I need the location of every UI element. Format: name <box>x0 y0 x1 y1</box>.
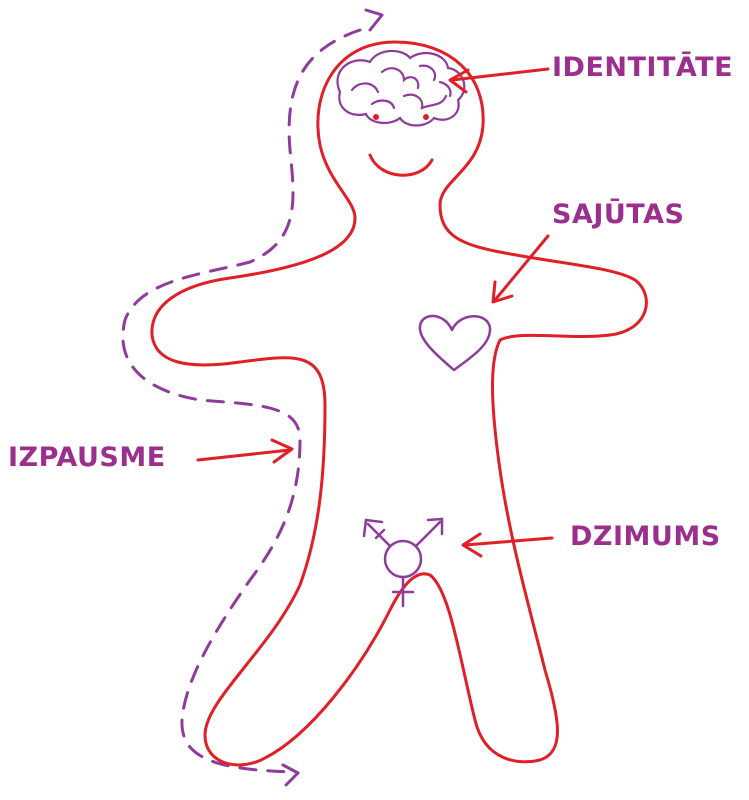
brain-icon <box>337 51 464 126</box>
right-eye <box>423 114 429 120</box>
label-identity: IDENTITĀTE <box>552 54 733 81</box>
label-sex: DZIMUMS <box>570 523 721 550</box>
body-outline <box>152 42 647 765</box>
heart-icon <box>420 316 490 370</box>
transgender-symbol-icon <box>364 519 442 606</box>
arrow-sex <box>463 534 552 556</box>
dashed-arrowhead-bottom <box>283 765 298 785</box>
smile <box>370 155 432 175</box>
label-feelings: SAJŪTAS <box>552 201 684 228</box>
arrow-expression <box>198 440 292 462</box>
dashed-arrowhead-top <box>366 10 382 30</box>
label-expression: IZPAUSME <box>8 444 166 471</box>
left-eye <box>373 114 379 120</box>
arrow-feelings <box>493 236 548 302</box>
